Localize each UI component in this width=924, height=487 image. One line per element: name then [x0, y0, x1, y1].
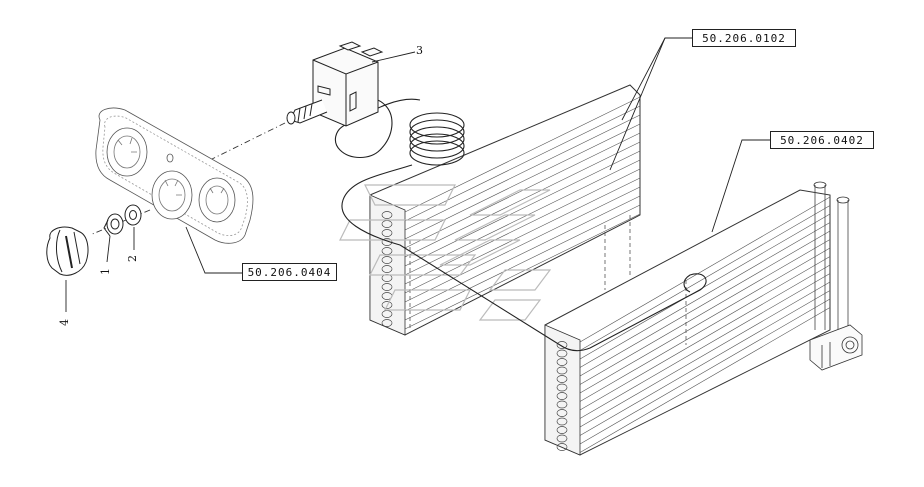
tube-end-loop: [556, 383, 568, 392]
tube-end-loop: [556, 358, 568, 366]
tube-end-loop: [556, 341, 568, 349]
ref-box-panel: 50.206.0404: [242, 263, 337, 281]
tube-end-loop: [556, 392, 568, 400]
nut: [103, 213, 124, 237]
tube-end-loop: [556, 434, 568, 443]
thermostat-switch: [286, 41, 384, 127]
fin-line: [404, 114, 641, 231]
tube-end-loop: [381, 229, 393, 237]
fin-line: [579, 290, 831, 436]
tube-end-loop: [381, 211, 393, 219]
tube-end-loop: [381, 238, 393, 246]
fin-line: [579, 298, 831, 445]
tube-end-loop: [556, 400, 568, 409]
tube-end-loop: [381, 319, 393, 327]
leader-lines: [65, 37, 770, 312]
tube-end-loop: [556, 417, 568, 426]
fin-line: [579, 196, 831, 343]
heater-core-upper: [369, 84, 641, 336]
callout-knob: 4: [58, 319, 71, 326]
tube-end-loop: [556, 366, 568, 375]
fin-line: [404, 150, 641, 267]
fin-line: [579, 281, 831, 428]
assembly-axis: [89, 122, 286, 236]
tube-end-loop: [556, 409, 568, 417]
fin-line: [579, 247, 831, 394]
ref-box-top: 50.206.0102: [692, 29, 796, 47]
tube-end-loop: [556, 349, 568, 358]
washer: [124, 204, 142, 226]
fin-line: [404, 213, 641, 330]
watermark-logo: [339, 184, 552, 321]
fin-line: [404, 204, 641, 321]
tube-end-loop: [381, 256, 393, 264]
fin-line: [579, 273, 831, 419]
fin-line: [404, 186, 641, 303]
fin-line: [404, 96, 641, 213]
fin-line: [579, 239, 831, 385]
tube-end-loop: [381, 301, 393, 309]
fin-line: [579, 213, 831, 360]
fin-line: [404, 105, 641, 222]
callout-nut: 1: [99, 268, 112, 275]
fin-line: [579, 264, 831, 411]
fin-line: [579, 256, 831, 402]
fin-line: [404, 177, 641, 294]
tube-end-loop: [556, 375, 568, 383]
tube-end-loop: [556, 426, 568, 434]
fin-line: [404, 159, 641, 276]
callout-thermostat: 3: [416, 44, 423, 57]
fin-line: [404, 195, 641, 312]
knob: [46, 226, 89, 276]
fin-line: [579, 222, 831, 368]
control-panel: [95, 107, 254, 244]
tube-end-loop: [556, 443, 568, 451]
fin-line: [404, 141, 641, 258]
ref-box-right: 50.206.0402: [770, 131, 874, 149]
fin-line: [579, 307, 831, 453]
tube-end-loop: [381, 265, 393, 273]
tube-end-loop: [381, 283, 393, 291]
callout-washer: 2: [126, 255, 139, 262]
heater-core-lower: [544, 181, 863, 456]
fin-line: [579, 230, 831, 377]
